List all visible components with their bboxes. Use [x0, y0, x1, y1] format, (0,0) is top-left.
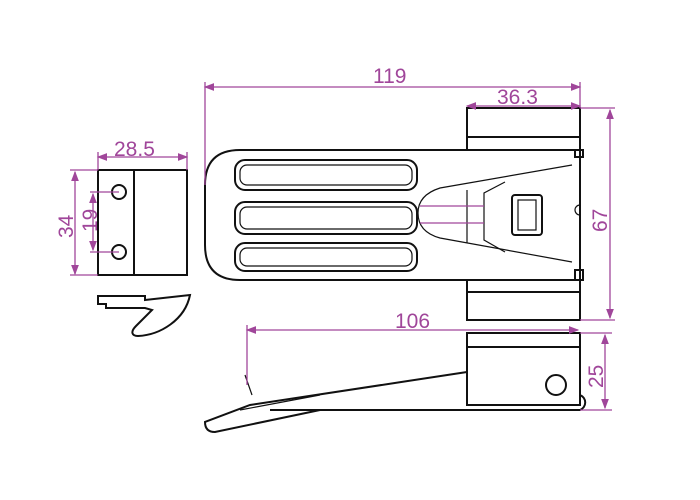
catch-profile [97, 293, 192, 338]
dim-top-block-width: 36.3 [497, 86, 538, 109]
dim-overall-length: 119 [373, 65, 406, 88]
dim-height: 67 [589, 209, 612, 232]
dim-catch-height: 34 [55, 214, 78, 238]
dim-lever-length: 106 [395, 310, 430, 333]
dim-hole-spacing: 19 [79, 209, 102, 232]
catch-plate-view [97, 169, 188, 276]
rivet-block [511, 194, 543, 236]
slot [234, 159, 418, 191]
pivot-hole [545, 374, 567, 396]
dim-catch-width: 28.5 [114, 138, 155, 161]
slot [234, 242, 418, 272]
latch-top-view [204, 107, 584, 321]
latch-side-view [203, 332, 587, 434]
slot [234, 201, 418, 235]
dim-lever-height: 25 [585, 365, 608, 388]
